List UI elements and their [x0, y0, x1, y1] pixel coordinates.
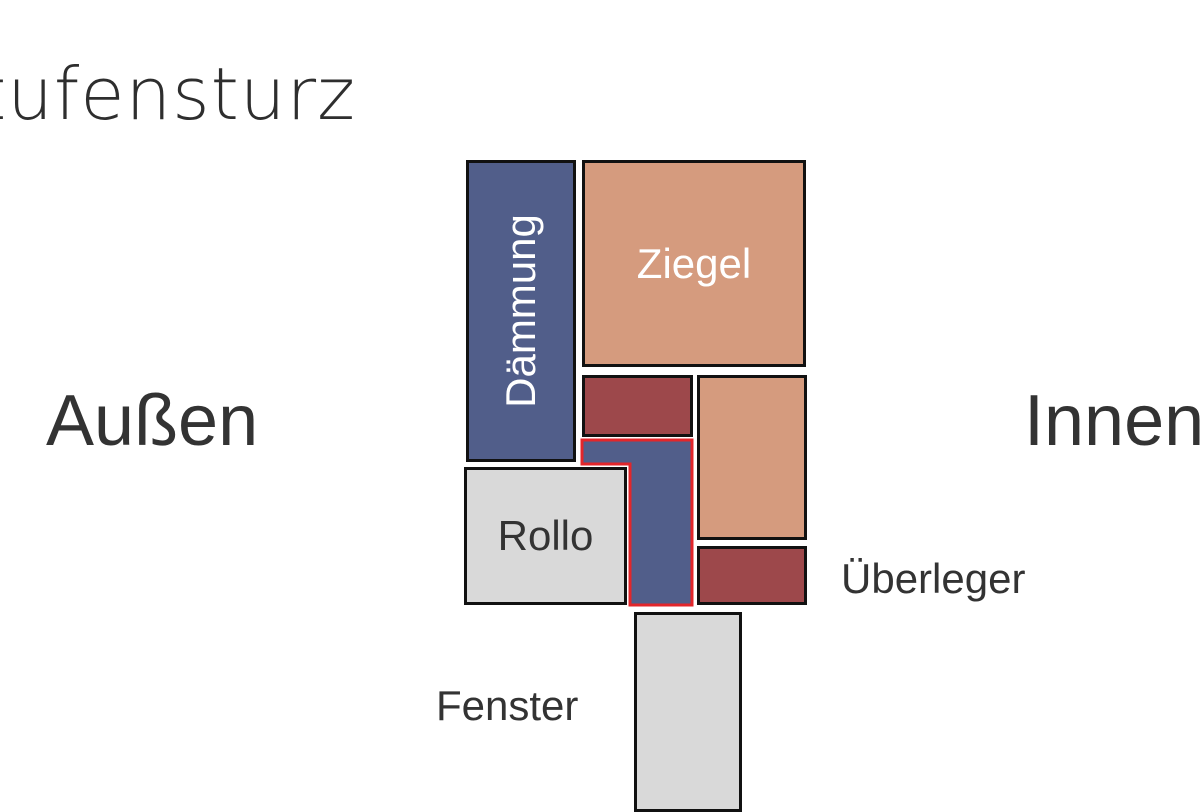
ueberleger-label: Überleger — [841, 555, 1026, 602]
diagram-title: tufensturz — [0, 52, 356, 136]
inside-label: Innen — [1024, 381, 1200, 461]
shutter-block: Rollo — [464, 467, 627, 605]
insulation-block: Dämmung — [466, 160, 576, 462]
window-block — [634, 612, 742, 812]
brick-label: Ziegel — [636, 239, 752, 287]
brick-block: Ziegel — [582, 160, 806, 367]
outside-label: Außen — [46, 381, 259, 461]
lintel-block-upper — [582, 375, 693, 437]
lintel-block-ueberleger — [697, 546, 807, 605]
shutter-label: Rollo — [497, 512, 594, 559]
window-label: Fenster — [436, 682, 579, 729]
brick-block-lower — [697, 375, 807, 540]
